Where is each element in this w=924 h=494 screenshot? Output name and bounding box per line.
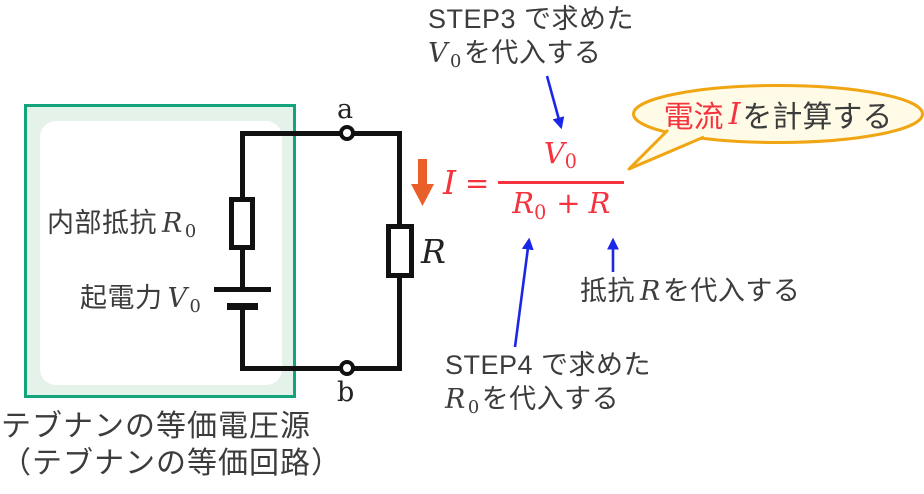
bubble-suffix: を計算する	[742, 101, 893, 134]
step4-sub: 0	[467, 396, 480, 418]
wire-left-upper	[240, 131, 245, 201]
formula-numerator: V0	[544, 137, 579, 178]
formula-equals: =	[465, 165, 490, 200]
step4-symbol: R	[445, 384, 466, 415]
internal-resistance-sub: 0	[184, 220, 197, 242]
fraction-bar	[498, 181, 625, 185]
step3-sub: 0	[450, 50, 462, 72]
terminal-b-label: b	[337, 377, 355, 408]
terminal-a-dot	[339, 125, 355, 141]
internal-resistance-symbol: R	[162, 208, 183, 239]
denominator-plus: +	[556, 186, 581, 221]
wire-top	[240, 131, 402, 136]
current-direction-arrow-icon	[411, 159, 434, 207]
numerator-symbol: V	[543, 136, 565, 170]
wire-bottom	[240, 366, 402, 371]
caption-line1: テブナンの等価電圧源	[1, 410, 311, 443]
resistance-symbol: R	[640, 276, 661, 307]
battery-long-plate	[214, 287, 271, 292]
wire-left-lower	[240, 308, 245, 370]
caption-line2: （テブナンの等価回路）	[1, 447, 342, 480]
terminal-a-label: a	[337, 94, 354, 125]
thevenin-inner-panel	[40, 121, 282, 385]
resistance-prefix: 抵抗	[580, 276, 635, 306]
bubble-symbol: I	[728, 96, 741, 132]
emf-text: 起電力	[80, 283, 163, 313]
emf-sub: 0	[189, 295, 202, 317]
thevenin-source-box	[24, 104, 296, 398]
step3-suffix: を代入する	[463, 38, 602, 68]
formula-fraction: V0 R0+R	[498, 137, 625, 229]
internal-resistor	[229, 197, 255, 250]
step3-symbol: V	[428, 38, 448, 69]
external-resistor	[386, 224, 414, 278]
bubble-highlight: 電流	[663, 101, 724, 134]
step3-line1: STEP3 で求めた	[428, 4, 635, 34]
terminal-b-dot	[339, 360, 355, 376]
external-resistor-label: R	[421, 232, 446, 271]
step4-line1: STEP4 で求めた	[445, 350, 652, 380]
resistance-suffix: を代入する	[662, 276, 801, 306]
denominator-r: R	[588, 186, 611, 221]
denominator-r0: R	[512, 186, 535, 221]
denominator-r0-sub: 0	[534, 200, 547, 224]
battery-short-plate	[227, 303, 258, 310]
numerator-sub: 0	[564, 150, 577, 174]
wire-left-middle	[240, 248, 245, 290]
emf-symbol: V	[167, 283, 188, 314]
step3-arrow-icon	[545, 75, 565, 130]
caption: テブナンの等価電圧源 （テブナンの等価回路）	[1, 408, 342, 482]
formula-current-symbol: I	[443, 163, 457, 203]
internal-resistance-text: 内部抵抗	[47, 208, 157, 238]
step4-suffix: を代入する	[481, 384, 620, 414]
current-arrow-shape	[411, 159, 434, 207]
current-formula: I = V0 R0+R	[411, 137, 625, 229]
formula-denominator: R0+R	[512, 187, 610, 228]
step4-arrow-icon	[513, 237, 534, 348]
